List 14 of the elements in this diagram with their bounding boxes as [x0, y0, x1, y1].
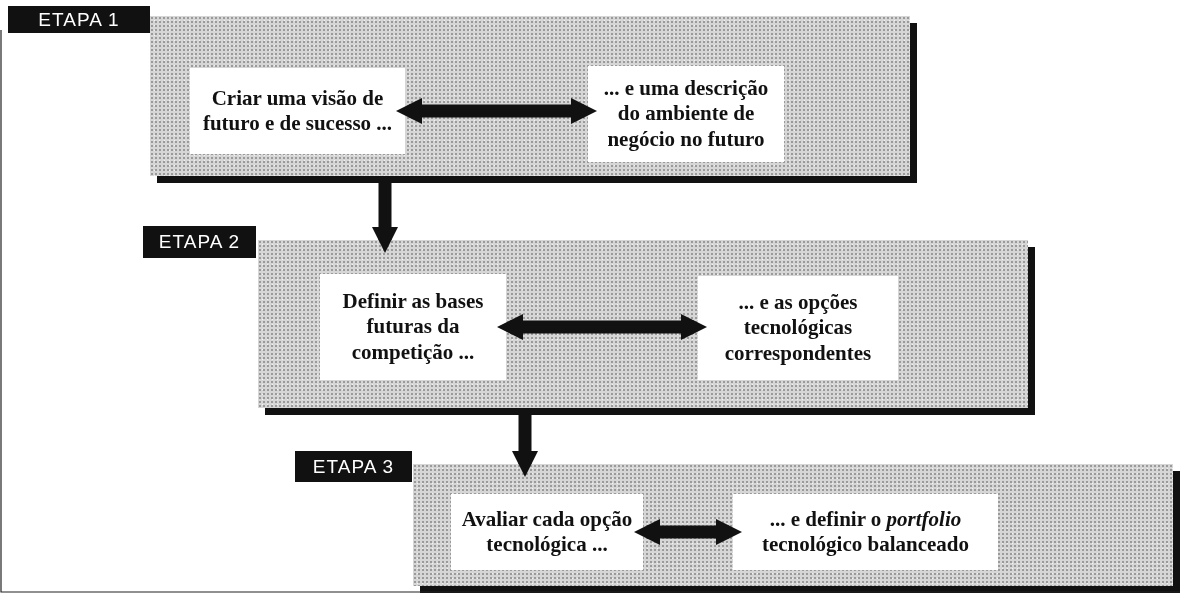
step-label: ETAPA 1: [8, 6, 150, 33]
text-box: Definir as bases futuras da competição ...: [320, 274, 506, 380]
text-box: Avaliar cada opção tecnológica ...: [451, 494, 643, 570]
arrow: [372, 183, 398, 253]
text-box: Criar uma visão de futuro e de sucesso ...: [190, 68, 405, 154]
double-arrow: [634, 519, 742, 545]
step-label: ETAPA 3: [295, 451, 412, 482]
double-arrow: [497, 314, 707, 340]
double-arrow: [396, 98, 597, 124]
step-label: ETAPA 2: [143, 226, 256, 258]
text-box: ... e as opções tecnológicas correspondentes: [698, 276, 898, 380]
arrow: [512, 415, 538, 477]
text-box: ... e uma descrição do ambiente de negócio no futuro: [588, 66, 784, 162]
text-box: ... e definir o portfolio tecnológico balanceado: [733, 494, 998, 570]
